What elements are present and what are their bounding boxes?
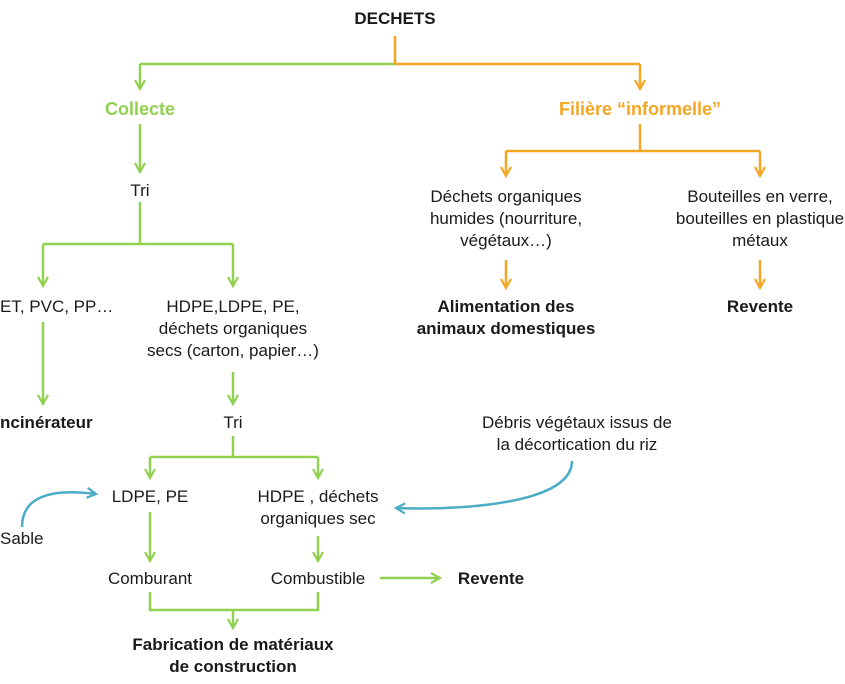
node-fabrication: Fabrication de matériaux de construction xyxy=(132,635,334,676)
node-revente-1: Revente xyxy=(457,569,525,588)
node-combustible: Combustible xyxy=(270,569,366,588)
node-ldpe-pe: LDPE, PE xyxy=(111,487,189,506)
node-hdpe-dechets-sec: HDPE , déchets organiques sec xyxy=(257,487,379,528)
node-collecte: Collecte xyxy=(104,99,176,119)
node-tri-1: Tri xyxy=(130,181,150,200)
node-incinerateur: ncinérateur xyxy=(0,413,93,432)
node-bouteilles: Bouteilles en verre, bouteilles en plast… xyxy=(675,187,845,250)
node-dechets-organiques: Déchets organiques humides (nourriture, … xyxy=(429,187,583,250)
arrow-debris-hdpe xyxy=(396,460,574,508)
node-filiere-informelle: Filière “informelle” xyxy=(558,99,722,119)
node-sable: Sable xyxy=(0,529,44,548)
node-debris-vegetaux: Débris végétaux issus de la décorticatio… xyxy=(482,413,672,454)
node-tri-2: Tri xyxy=(223,413,243,432)
connector-fabrication-merge xyxy=(148,592,320,612)
arrow-sable-ldpe xyxy=(20,492,96,528)
node-revente-2: Revente xyxy=(726,297,794,316)
node-comburant: Comburant xyxy=(107,569,193,588)
node-pet-pvc-pp: ET, PVC, PP… xyxy=(0,297,114,316)
node-dechets: DECHETS xyxy=(354,9,436,28)
node-hdpe-ldpe-pe: HDPE,LDPE, PE, déchets organiques secs (… xyxy=(147,297,319,360)
node-alimentation: Alimentation des animaux domestiques xyxy=(416,297,596,338)
